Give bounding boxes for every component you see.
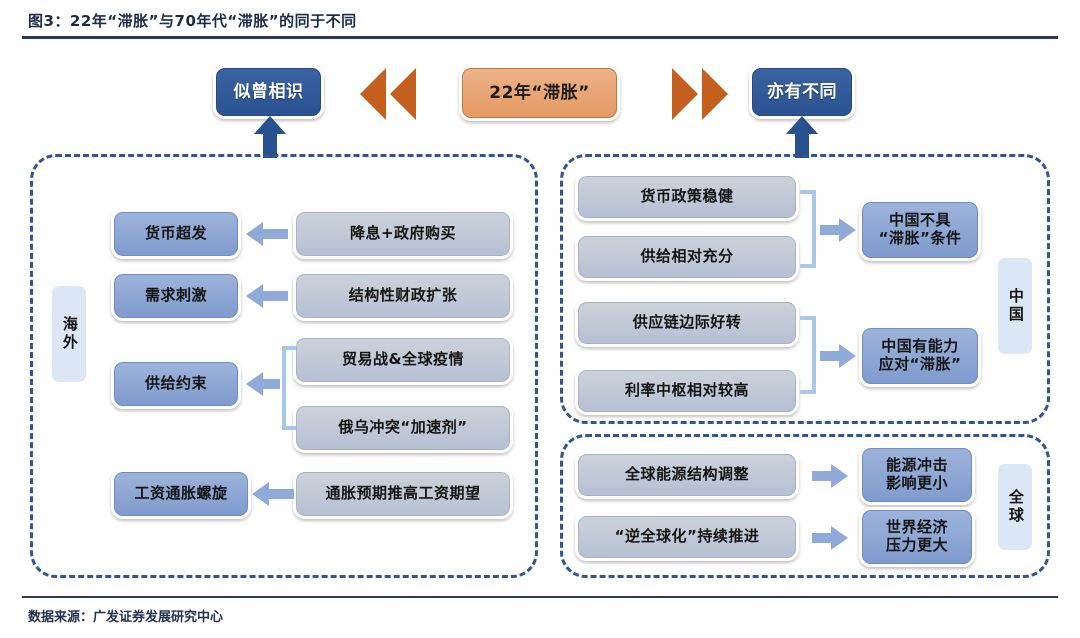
global-conclusion-0[interactable]: 能源冲击 影响更小 xyxy=(859,445,975,505)
global-panel xyxy=(560,434,1050,578)
china-side-label: 中国 xyxy=(998,258,1032,354)
global-cause-0[interactable]: 全球能源结构调整 xyxy=(575,451,799,499)
bracket-left-icon xyxy=(278,346,298,430)
overseas-cause-4[interactable]: 通胀预期推高工资期望 xyxy=(293,469,513,519)
global-conclusion-1[interactable]: 世界经济 压力更大 xyxy=(859,507,975,567)
double-chevron-left-icon xyxy=(348,66,424,126)
overseas-panel xyxy=(30,154,538,578)
overseas-cause-1[interactable]: 结构性财政扩张 xyxy=(293,271,513,321)
arrow-right-icon-china-0 xyxy=(820,216,856,244)
arrow-right-icon-china-1 xyxy=(820,342,856,370)
overseas-result-0[interactable]: 货币超发 xyxy=(111,209,241,259)
source-note: 数据来源：广发证券发展研究中心 xyxy=(28,610,224,625)
china-conclusion-1[interactable]: 中国有能力 应对“滞胀” xyxy=(859,325,981,387)
arrow-left-icon-3 xyxy=(252,480,294,508)
china-cause-3[interactable]: 利率中枢相对较高 xyxy=(575,367,799,415)
global-cause-1[interactable]: “逆全球化”持续推进 xyxy=(575,513,799,561)
china-cause-1[interactable]: 供给相对充分 xyxy=(575,233,799,281)
arrow-left-icon-0 xyxy=(246,220,288,248)
footer-divider xyxy=(22,596,1058,598)
overseas-cause-0[interactable]: 降息+政府购买 xyxy=(293,209,513,259)
arrow-right-icon-global-0 xyxy=(812,462,848,490)
global-side-label: 全球 xyxy=(998,464,1032,550)
china-cause-2[interactable]: 供应链边际好转 xyxy=(575,299,799,347)
bracket-right-icon-0 xyxy=(798,190,820,268)
top-box-22y-stagflation[interactable]: 22年“滞胀” xyxy=(459,65,620,121)
arrow-left-icon-1 xyxy=(246,282,288,310)
arrow-up-icon-left xyxy=(252,116,288,158)
double-chevron-right-icon xyxy=(664,66,740,126)
top-box-different[interactable]: 亦有不同 xyxy=(749,65,855,119)
china-panel xyxy=(560,154,1050,424)
bracket-right-icon-1 xyxy=(798,316,820,394)
figure-title: 图3：22年“滞胀”与70年代“滞胀”的同于不同 xyxy=(28,12,357,30)
title-divider xyxy=(22,36,1058,39)
arrow-up-icon-right xyxy=(784,116,820,158)
overseas-result-1[interactable]: 需求刺激 xyxy=(111,271,241,321)
arrow-left-icon-2 xyxy=(246,370,280,398)
overseas-result-2[interactable]: 供给约束 xyxy=(111,359,241,409)
top-box-similar[interactable]: 似曾相识 xyxy=(213,65,324,119)
china-conclusion-0[interactable]: 中国不具 “滞胀”条件 xyxy=(859,199,981,261)
arrow-right-icon-global-1 xyxy=(812,524,848,552)
overseas-cause-2[interactable]: 贸易战&全球疫情 xyxy=(293,335,513,385)
china-cause-0[interactable]: 货币政策稳健 xyxy=(575,173,799,221)
overseas-result-3[interactable]: 工资通胀螺旋 xyxy=(111,469,251,519)
overseas-side-label: 海外 xyxy=(52,286,86,382)
overseas-cause-3[interactable]: 俄乌冲突“加速剂” xyxy=(293,403,513,453)
